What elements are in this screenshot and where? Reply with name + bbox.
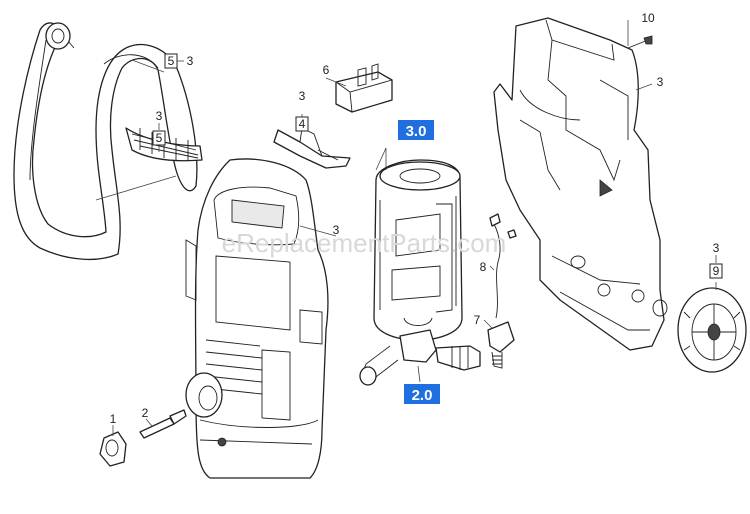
- callout-3-housing: 3: [333, 223, 340, 237]
- callout-3-text: 3: [333, 223, 340, 237]
- watermark-text: eReplacementParts.com: [222, 228, 507, 258]
- connector-part[interactable]: [487, 321, 515, 369]
- screw-plug-part[interactable]: [139, 409, 187, 439]
- callout-7-text: 7: [474, 313, 481, 327]
- callout-3-rear: 3: [657, 75, 664, 89]
- badge-background: [398, 120, 434, 140]
- screw-part[interactable]: [627, 35, 653, 49]
- callout-8-text: 8: [480, 260, 487, 274]
- callout-3-text: 3: [657, 75, 664, 89]
- rear-housing-part[interactable]: [493, 17, 668, 351]
- leader-lines: [112, 20, 717, 436]
- callout-2: 2: [142, 406, 149, 420]
- callout-9-text: 9: [713, 264, 720, 278]
- callout-3-text: 3: [187, 54, 194, 68]
- callout-10-text: 10: [641, 11, 655, 25]
- front-housing-part[interactable]: [185, 158, 329, 479]
- callout-1-text: 1: [110, 412, 117, 426]
- callout-6-text: 6: [323, 63, 330, 77]
- pump-subassembly-badge[interactable]: 3.0: [398, 120, 434, 140]
- knob-part[interactable]: [99, 431, 127, 467]
- callout-box: [152, 130, 166, 146]
- callout-3-4: 3 4: [295, 89, 309, 132]
- callout-7: 7: [474, 313, 481, 327]
- badge-background: [404, 384, 440, 404]
- inlet-assembly-part[interactable]: [359, 329, 481, 386]
- callout-3-5-insert: 3 5: [152, 109, 166, 146]
- callout-8: 8: [480, 260, 487, 274]
- cable-part[interactable]: [489, 213, 517, 319]
- callout-3-text: 3: [713, 241, 720, 255]
- pump-subassembly-label: 3.0: [406, 123, 427, 140]
- pump-motor-part[interactable]: [373, 159, 463, 341]
- callout-4-text: 4: [299, 117, 306, 131]
- nozzle-holder-part[interactable]: [273, 127, 351, 169]
- callout-3-text: 3: [299, 89, 306, 103]
- callout-10: 10: [641, 11, 655, 25]
- callout-box: [709, 263, 723, 279]
- hose-subassembly-label: 2.0: [412, 387, 433, 404]
- callout-2-text: 2: [142, 406, 149, 420]
- callout-1: 1: [110, 412, 117, 426]
- callout-5-grip: 5 3: [164, 53, 194, 69]
- callout-3-9-wheel: 3 9: [709, 241, 723, 279]
- hose-subassembly-badge[interactable]: 2.0: [404, 384, 440, 404]
- switch-part[interactable]: [335, 63, 393, 113]
- callout-5-text: 5: [156, 131, 163, 145]
- wheel-part[interactable]: [677, 287, 747, 373]
- callout-6: 6: [323, 63, 330, 77]
- callout-5-text: 5: [168, 54, 175, 68]
- callout-3-text: 3: [156, 109, 163, 123]
- callout-box: [295, 116, 309, 132]
- handle-part[interactable]: [13, 22, 198, 261]
